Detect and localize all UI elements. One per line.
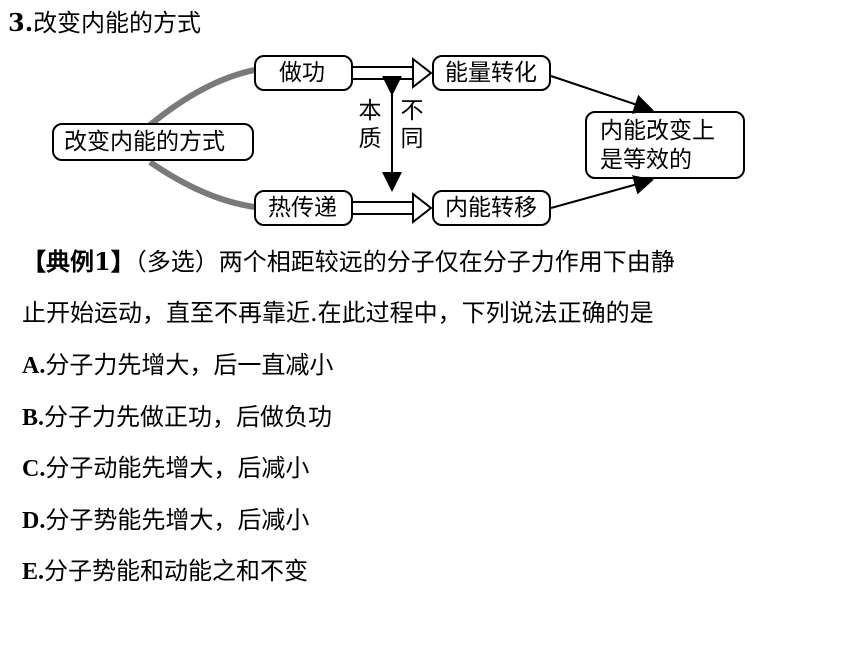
- section-heading-text: 改变内能的方式: [33, 9, 202, 37]
- center-label: 改变内能的方式: [64, 129, 225, 155]
- energy-conversion-label: 能量转化: [445, 60, 537, 86]
- box-center: [52, 123, 254, 161]
- question-text-1: （多选）两个相距较远的分子仅在分子力作用下由静: [134, 248, 675, 276]
- option-d-text: 分子势能先增大，后减小: [45, 506, 310, 534]
- hollow-arrow-upper: [352, 56, 433, 90]
- option-c: C.分子动能先增大，后减小: [22, 453, 309, 484]
- option-a: A.分子力先增大，后一直减小: [22, 350, 333, 381]
- option-d-letter: D.: [22, 508, 46, 534]
- option-b-text: 分子力先做正功，后做负功: [44, 403, 333, 431]
- vertical-char-tong: 同: [400, 126, 424, 152]
- box-work: [254, 55, 353, 91]
- section-number: 3.: [8, 8, 34, 37]
- box-conclusion: [585, 111, 745, 179]
- conclusion-line1: 内能改变上: [600, 118, 715, 144]
- vertical-char-zhi: 质: [358, 126, 382, 152]
- box-heat: [254, 190, 353, 226]
- option-e: E.分子势能和动能之和不变: [22, 556, 308, 587]
- arrow-to-conclusion-upper: [550, 75, 654, 114]
- option-b-letter: B.: [22, 405, 45, 431]
- work-label: 做功: [279, 60, 325, 86]
- box-energy-transfer: [432, 190, 551, 226]
- energy-transfer-label: 内能转移: [445, 195, 537, 221]
- heat-transfer-label: 热传递: [268, 195, 337, 221]
- option-a-letter: A.: [22, 353, 46, 379]
- question-line-2: 止开始运动，直至不再靠近.在此过程中，下列说法正确的是: [22, 299, 654, 327]
- concept-diagram: [52, 55, 745, 226]
- option-a-text: 分子力先增大，后一直减小: [45, 351, 334, 379]
- conclusion-line2: 是等效的: [600, 147, 692, 173]
- vertical-char-ben: 本: [358, 98, 382, 124]
- option-d: D.分子势能先增大，后减小: [22, 505, 309, 536]
- curve-lower: [148, 159, 256, 210]
- hollow-arrow-lower: [352, 191, 433, 225]
- example-label: 【典例1】: [22, 247, 135, 276]
- option-c-text: 分子动能先增大，后减小: [45, 454, 310, 482]
- vertical-char-bu: 不: [400, 98, 424, 124]
- option-e-letter: E.: [22, 559, 45, 585]
- option-c-letter: C.: [22, 456, 46, 482]
- curve-upper: [148, 67, 256, 128]
- question-line-1: 【典例1】（多选）两个相距较远的分子仅在分子力作用下由静: [22, 247, 675, 277]
- option-e-text: 分子势能和动能之和不变: [44, 557, 309, 585]
- section-heading: 3.改变内能的方式: [8, 8, 201, 38]
- arrow-to-conclusion-lower: [550, 175, 654, 209]
- option-b: B.分子力先做正功，后做负功: [22, 402, 332, 433]
- box-energy-conversion: [432, 55, 551, 91]
